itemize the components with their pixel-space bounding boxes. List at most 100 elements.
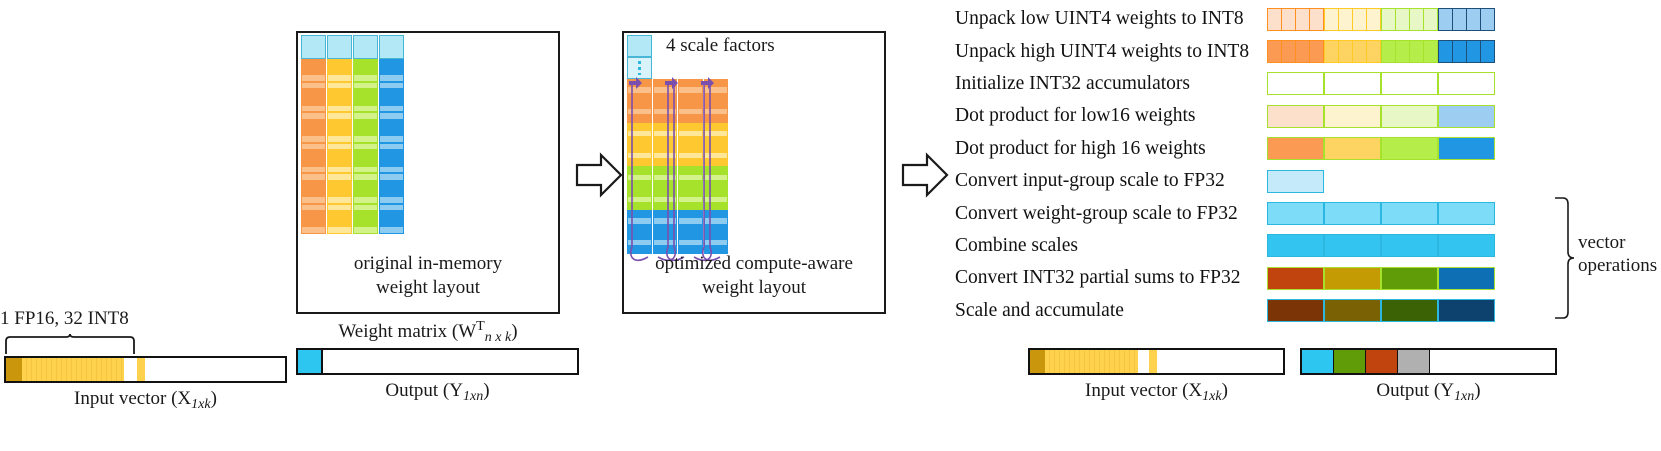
- weight-cell: [327, 150, 352, 158]
- operation-cell: [1339, 41, 1353, 63]
- panel2-row-yellow-band: [627, 129, 729, 138]
- transform-arrow-1: [575, 152, 623, 198]
- weight-cell: [327, 226, 352, 235]
- operation-label-dot-product-high16: Dot product for high 16 weights: [955, 137, 1206, 159]
- weight-cell: [652, 224, 677, 232]
- left-output-vector-bar: [296, 348, 579, 375]
- weight-cell: [301, 112, 326, 120]
- weight-cell: [627, 195, 652, 203]
- weight-cell: [327, 119, 352, 128]
- weight-cell: [678, 86, 703, 94]
- weight-cell: [652, 137, 677, 145]
- operation-block: [1267, 234, 1324, 258]
- left-input-vector-bar: [4, 356, 287, 383]
- panel2-row-yellow-band: [627, 151, 729, 160]
- panel1-blue-column: [379, 59, 404, 235]
- weight-cell: [678, 188, 703, 196]
- operation-cell: [1282, 8, 1296, 30]
- panel1-scale-blue-column: [379, 35, 404, 59]
- operation-cell: [1410, 8, 1424, 30]
- operation-row-dot-product-low16: Dot product for low16 weights: [955, 100, 1555, 132]
- operation-block: [1324, 137, 1381, 161]
- weight-cell: [301, 165, 326, 174]
- weight-cell: [678, 217, 703, 225]
- operation-bar-initialize-int32-accumulators: [1267, 72, 1495, 96]
- weight-cell: [678, 122, 703, 130]
- weight-cell: [678, 195, 703, 203]
- operation-block: [1381, 299, 1438, 323]
- weight-cell: [627, 93, 652, 101]
- operation-block: [1381, 72, 1438, 96]
- left-input-vector-caption-sub: 1xk: [191, 395, 211, 412]
- operation-row-initialize-int32-accumulators: Initialize INT32 accumulators: [955, 68, 1555, 100]
- operation-row-unpack-high-uint4: Unpack high UINT4 weights to INT8: [955, 35, 1555, 67]
- weight-cell: [353, 150, 378, 158]
- weight-cell: [301, 142, 326, 151]
- weight-cell: [627, 217, 652, 225]
- left-input-vector-caption-main: Input vector (X: [74, 388, 192, 409]
- weight-cell: [301, 188, 326, 196]
- original-layout-caption-line1: original in-memory: [353, 253, 503, 274]
- operation-label-convert-weight-group-scale: Convert weight-group scale to FP32: [955, 202, 1238, 224]
- weight-cell: [301, 173, 326, 181]
- weight-cell: [379, 97, 404, 105]
- weight-cell: [301, 195, 326, 204]
- operation-block: [1267, 299, 1324, 323]
- panel2-row-blue-band: [627, 224, 729, 232]
- operation-bar-dot-product-high16: [1267, 137, 1495, 161]
- panel2-row-orange-band: [627, 115, 729, 123]
- operation-cell: [1410, 41, 1424, 63]
- weight-cell: [627, 86, 652, 94]
- weight-cell: [379, 81, 404, 90]
- panel2-weight-bands: [627, 79, 729, 254]
- weight-cell: [652, 166, 677, 174]
- weight-cell: [327, 165, 352, 174]
- weight-cell: [327, 127, 352, 136]
- weight-cell: [353, 119, 378, 128]
- weight-cell: [327, 211, 352, 219]
- weight-cell: [652, 173, 677, 181]
- fp16-int8-bracket: [5, 334, 135, 354]
- panel1-scale-green-column: [353, 35, 378, 59]
- weight-cell: [652, 202, 677, 211]
- operation-label-convert-int32-partial-sums: Convert INT32 partial sums to FP32: [955, 267, 1241, 289]
- weight-cell: [327, 97, 352, 105]
- operation-cell: [1268, 8, 1282, 30]
- output-cell-orange: [1366, 350, 1398, 373]
- output-cell-gray: [1398, 350, 1430, 373]
- panel1-scale-orange-column: [301, 35, 326, 59]
- weight-cell: [353, 74, 378, 82]
- left-output-caption: Output (Y1xn): [296, 380, 579, 405]
- weight-cell: [678, 93, 703, 101]
- right-output-caption-sub: 1xn: [1453, 387, 1475, 404]
- operation-label-dot-product-low16: Dot product for low16 weights: [955, 105, 1196, 127]
- weight-cell: [353, 218, 378, 227]
- weight-matrix-caption-sup: T: [476, 318, 485, 334]
- weight-cell: [703, 246, 728, 254]
- panel2-row-blue-band: [627, 239, 729, 247]
- weight-cell: [353, 81, 378, 90]
- weight-cell: [353, 195, 378, 204]
- left-output-caption-main: Output (Y: [385, 380, 463, 401]
- weight-cell: [301, 157, 326, 166]
- panel1-green-column: [353, 59, 378, 235]
- panel2-row-blue-band: [627, 231, 729, 240]
- operation-cell: [1296, 8, 1310, 30]
- weight-matrix-caption-close: ): [511, 321, 518, 343]
- operation-block: [1438, 137, 1495, 161]
- panel2-scale-cell-dots: [627, 57, 652, 79]
- weight-cell: [327, 218, 352, 227]
- operation-cell: [1481, 41, 1494, 63]
- weight-cell: [301, 127, 326, 136]
- weight-cell: [301, 150, 326, 158]
- operation-block: [1438, 234, 1495, 258]
- operation-block: [1324, 266, 1381, 290]
- weight-cell: [301, 135, 326, 143]
- operation-cell: [1282, 41, 1296, 63]
- optimized-layout-caption-line2: weight layout: [702, 277, 806, 298]
- operation-block: [1438, 266, 1495, 290]
- weight-cell: [353, 142, 378, 151]
- weight-cell: [353, 127, 378, 136]
- weight-cell: [353, 104, 378, 113]
- weight-cell: [652, 210, 677, 218]
